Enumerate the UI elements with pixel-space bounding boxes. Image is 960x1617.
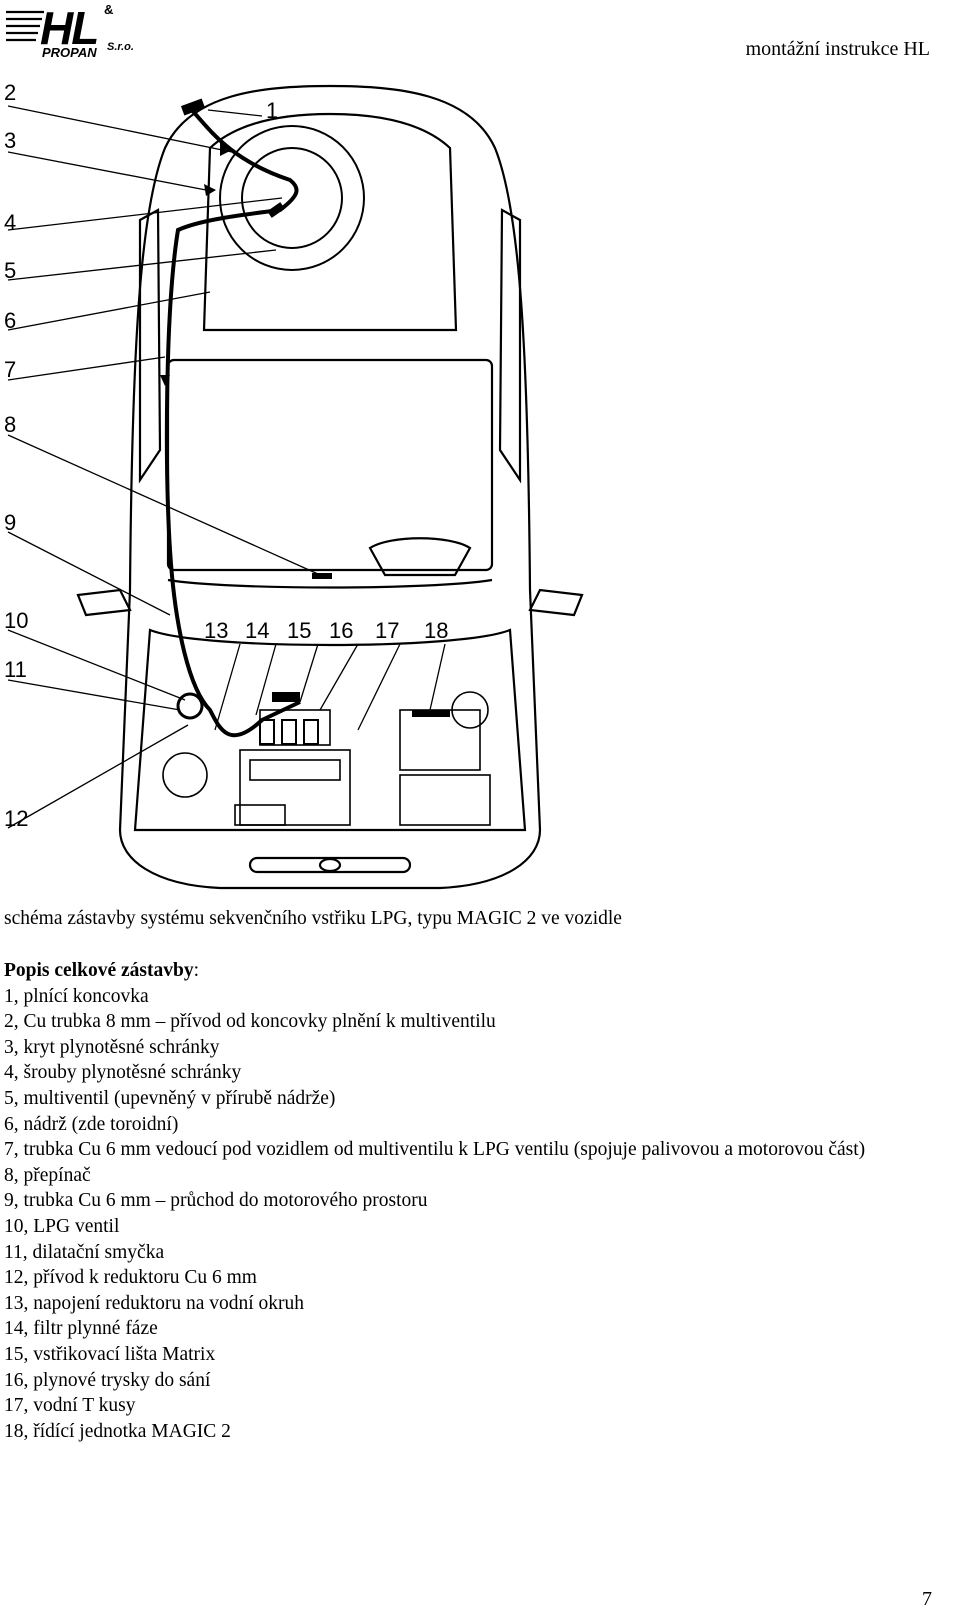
callout-11: 11 — [4, 657, 27, 682]
list-item: 8, přepínač — [4, 1164, 91, 1186]
header-title: montážní instrukce HL — [745, 38, 930, 60]
description-heading-colon: : — [193, 960, 199, 981]
car-body — [76, 84, 584, 890]
callout-5: 5 — [4, 258, 16, 283]
toroidal-tank — [219, 125, 365, 271]
list-item: 7, trubka Cu 6 mm vedoucí pod vozidlem o… — [4, 1139, 866, 1161]
callout-12: 12 — [4, 806, 28, 831]
list-item: 5, multiventil (upevněný v přírubě nádrž… — [4, 1087, 336, 1109]
logo-company: PROPAN — [42, 45, 97, 60]
callout-2: 2 — [4, 80, 16, 105]
list-item: 17, vodní T kusy — [4, 1395, 136, 1417]
callout-17: 17 — [375, 618, 399, 643]
engine-bay — [162, 691, 491, 826]
list-item: 14, filtr plynné fáze — [4, 1318, 158, 1340]
list-item: 4, šrouby plynotěsné schránky — [4, 1062, 242, 1084]
logo-ampersand: & — [104, 2, 113, 17]
list-item: 9, trubka Cu 6 mm – průchod do motorovéh… — [4, 1190, 428, 1212]
list-item: 18, řídící jednotka MAGIC 2 — [4, 1420, 231, 1442]
diagram-caption: schéma zástavby systému sekvenčního vstř… — [4, 908, 622, 929]
list-item: 1, plnící koncovka — [4, 985, 149, 1007]
callout-14: 14 — [245, 618, 269, 643]
leader-lines — [7, 105, 446, 829]
lpg-pipe — [164, 106, 301, 738]
list-item: 15, vstřikovací lišta Matrix — [4, 1343, 216, 1365]
description-heading: Popis celkové zástavby: — [4, 958, 956, 984]
callout-15: 15 — [287, 618, 311, 643]
list-item: 6, nádrž (zde toroidní) — [4, 1113, 179, 1135]
installation-diagram: 1 2 3 4 5 6 7 8 9 10 11 12 13 14 15 16 1… — [4, 80, 584, 890]
description-heading-bold: Popis celkové zástavby — [4, 960, 194, 981]
speed-lines — [6, 10, 44, 42]
callout-labels: 1 2 3 4 5 6 7 8 9 10 11 12 13 14 15 16 1… — [4, 80, 448, 831]
list-item: 16, plynové trysky do sání — [4, 1369, 211, 1391]
callout-4: 4 — [4, 210, 16, 235]
list-item: 12, přívod k reduktoru Cu 6 mm — [4, 1267, 257, 1289]
component-list: 1, plnící koncovka 2, Cu trubka 8 mm – p… — [4, 984, 956, 1445]
list-item: 10, LPG ventil — [4, 1215, 120, 1237]
list-item: 11, dilatační smyčka — [4, 1241, 165, 1263]
callout-7: 7 — [4, 357, 16, 382]
callout-6: 6 — [4, 308, 16, 333]
logo-brand-letters: HL — [40, 2, 97, 54]
callout-1: 1 — [266, 98, 278, 123]
installation-description: Popis celkové zástavby: 1, plnící koncov… — [4, 958, 956, 1444]
callout-9: 9 — [4, 510, 16, 535]
list-item: 3, kryt plynotěsné schránky — [4, 1036, 220, 1058]
logo-suffix: S.r.o. — [107, 41, 134, 53]
list-item: 2, Cu trubka 8 mm – přívod od koncovky p… — [4, 1011, 496, 1033]
callout-8: 8 — [4, 412, 16, 437]
component-markers — [160, 98, 450, 745]
page-number: 7 — [922, 1588, 932, 1610]
callout-13: 13 — [204, 618, 228, 643]
callout-16: 16 — [329, 618, 353, 643]
callout-10: 10 — [4, 608, 28, 633]
company-logo: HL & PROPAN S.r.o. — [6, 2, 134, 60]
callout-3: 3 — [4, 128, 16, 153]
callout-18: 18 — [424, 618, 448, 643]
list-item: 13, napojení reduktoru na vodní okruh — [4, 1292, 305, 1314]
